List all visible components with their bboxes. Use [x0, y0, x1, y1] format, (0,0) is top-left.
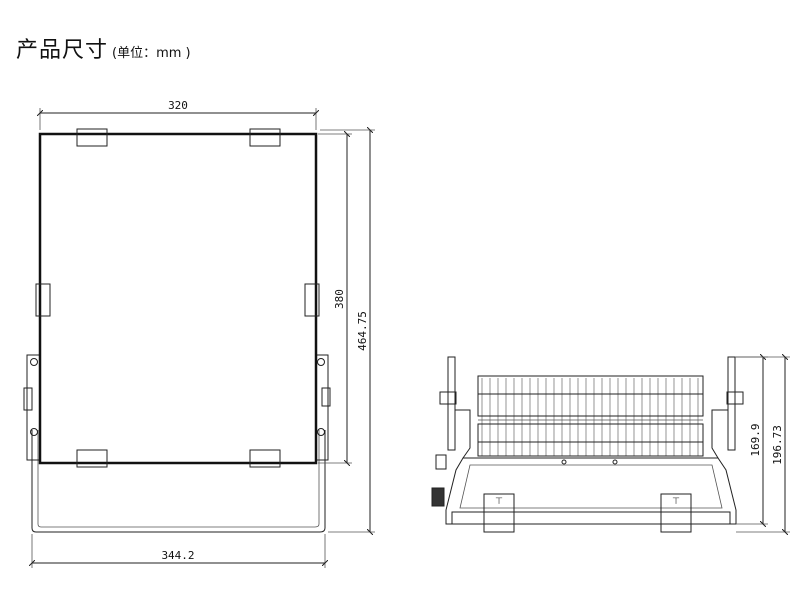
title-unit: (单位：mm ): [112, 46, 191, 61]
dim-width-bracket: 344.2: [161, 549, 194, 562]
side-clip-left: [483, 493, 515, 533]
dim-side-height-body: 169.9: [749, 423, 762, 456]
dim-side-height-total: 196.73: [771, 425, 784, 465]
side-view: ⊤ ⊤ 169.9 196.73: [431, 356, 790, 533]
svg-text:⊤: ⊤: [672, 497, 680, 507]
front-view: 320 380 464.75 344.2: [23, 99, 375, 568]
front-clip-top-left: [76, 128, 108, 147]
front-clip-bottom-right: [249, 449, 281, 468]
dim-height-total: 464.75: [356, 311, 369, 351]
side-housing: [445, 457, 737, 525]
front-panel: [38, 132, 318, 465]
side-heatsink-fins: [481, 378, 699, 456]
page-title: 产品尺寸(单位：mm ): [16, 32, 191, 64]
dim-width-top: 320: [168, 99, 188, 112]
front-clip-top-right: [249, 128, 281, 147]
side-bracket-left: [447, 356, 456, 451]
front-clip-bottom-left: [76, 449, 108, 468]
dim-height-panel: 380: [333, 289, 346, 309]
front-clip-left: [35, 283, 51, 317]
front-clip-right: [304, 283, 320, 317]
side-bracket-right: [727, 356, 736, 451]
side-clip-right: [660, 493, 692, 533]
front-bracket: [31, 430, 326, 533]
svg-text:⊤: ⊤: [495, 497, 503, 507]
title-main: 产品尺寸: [16, 38, 109, 63]
